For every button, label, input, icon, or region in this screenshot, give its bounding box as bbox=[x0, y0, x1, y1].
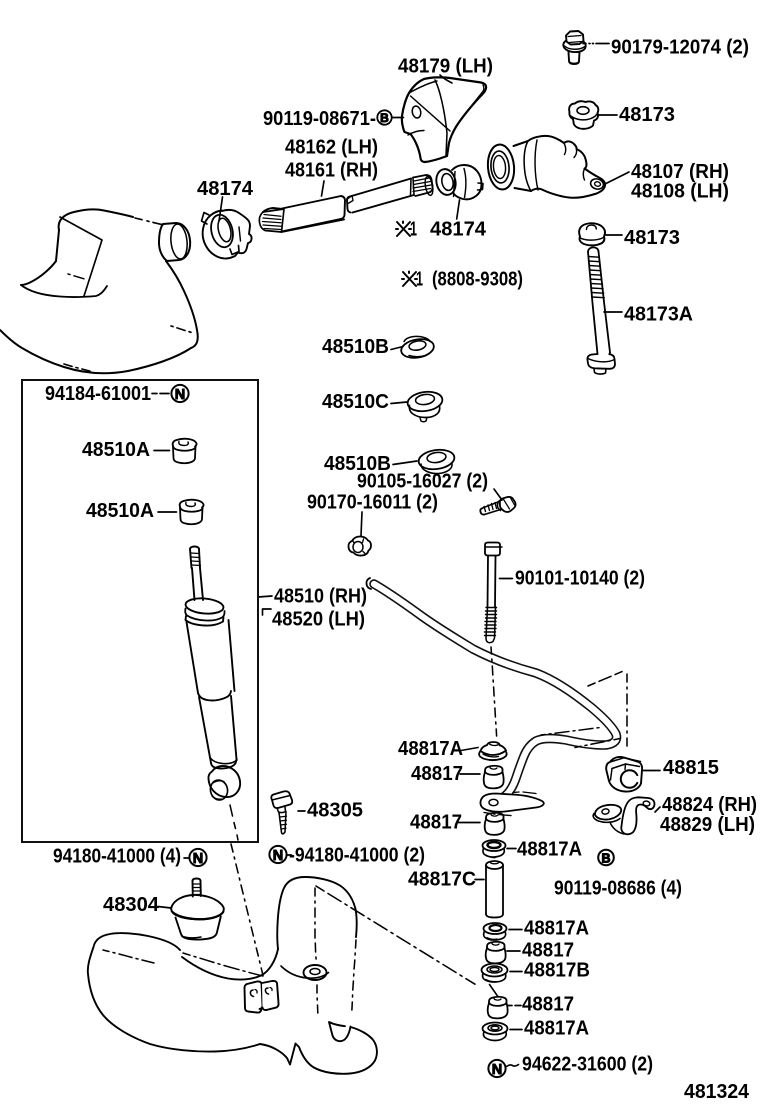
svg-text:B: B bbox=[380, 111, 389, 125]
svg-text:48510B: 48510B bbox=[324, 453, 391, 475]
svg-text:48817: 48817 bbox=[522, 940, 574, 962]
svg-text:48829 (LH): 48829 (LH) bbox=[660, 814, 755, 836]
svg-text:90170-16011 (2): 90170-16011 (2) bbox=[307, 492, 438, 514]
svg-text:90101-10140 (2): 90101-10140 (2) bbox=[515, 568, 645, 590]
svg-text:48817A: 48817A bbox=[524, 1018, 589, 1040]
svg-text:48817A: 48817A bbox=[517, 839, 582, 861]
svg-text:48304: 48304 bbox=[103, 894, 160, 916]
svg-text:48817C: 48817C bbox=[408, 869, 476, 891]
svg-text:90179-12074 (2): 90179-12074 (2) bbox=[611, 37, 749, 59]
svg-text:-94180-41000 (2): -94180-41000 (2) bbox=[289, 845, 425, 867]
svg-text:48174: 48174 bbox=[430, 219, 487, 241]
svg-text:48179 (LH): 48179 (LH) bbox=[398, 56, 493, 78]
svg-text:N: N bbox=[492, 1062, 502, 1078]
svg-text:48173: 48173 bbox=[619, 104, 675, 126]
svg-text:(8808-9308): (8808-9308) bbox=[432, 269, 523, 291]
svg-text:48174: 48174 bbox=[197, 178, 254, 200]
svg-text:48108 (LH): 48108 (LH) bbox=[631, 181, 729, 203]
svg-text:48173: 48173 bbox=[624, 227, 680, 249]
svg-text:N: N bbox=[193, 851, 203, 867]
svg-text:48510B: 48510B bbox=[322, 336, 389, 358]
svg-text:48510C: 48510C bbox=[322, 391, 389, 413]
svg-text:48817B: 48817B bbox=[524, 960, 590, 982]
svg-text:B: B bbox=[601, 852, 610, 866]
svg-text:48520 (LH): 48520 (LH) bbox=[272, 609, 365, 631]
svg-text:1: 1 bbox=[410, 219, 417, 241]
svg-text:48173A: 48173A bbox=[624, 304, 693, 326]
svg-text:48162 (LH): 48162 (LH) bbox=[285, 137, 378, 159]
svg-text:N: N bbox=[175, 387, 185, 403]
svg-text:94180-41000 (4): 94180-41000 (4) bbox=[53, 846, 181, 868]
svg-text:94622-31600 (2): 94622-31600 (2) bbox=[522, 1054, 653, 1076]
svg-text:48817: 48817 bbox=[522, 994, 574, 1016]
svg-text:48510 (RH): 48510 (RH) bbox=[274, 586, 367, 608]
svg-text:48817: 48817 bbox=[411, 763, 463, 785]
svg-text:48107 (RH): 48107 (RH) bbox=[631, 161, 729, 183]
svg-text:48510A: 48510A bbox=[82, 439, 150, 461]
svg-text:48161 (RH): 48161 (RH) bbox=[285, 160, 378, 182]
svg-text:94184-61001: 94184-61001 bbox=[45, 383, 151, 405]
svg-text:N: N bbox=[273, 848, 283, 864]
svg-text:48815: 48815 bbox=[663, 757, 719, 779]
svg-text:48817A: 48817A bbox=[524, 918, 589, 940]
svg-text:48305: 48305 bbox=[307, 800, 363, 822]
svg-text:90105-16027 (2): 90105-16027 (2) bbox=[357, 471, 488, 493]
svg-text:1: 1 bbox=[416, 269, 423, 291]
svg-text:90119-08671-: 90119-08671- bbox=[263, 108, 376, 130]
svg-text:48510A: 48510A bbox=[86, 500, 154, 522]
svg-text:48817: 48817 bbox=[410, 812, 462, 834]
svg-text:481324: 481324 bbox=[684, 1081, 750, 1103]
svg-text:90119-08686 (4): 90119-08686 (4) bbox=[554, 878, 682, 900]
svg-text:48817A: 48817A bbox=[398, 738, 463, 760]
svg-text:48824 (RH): 48824 (RH) bbox=[662, 794, 757, 816]
